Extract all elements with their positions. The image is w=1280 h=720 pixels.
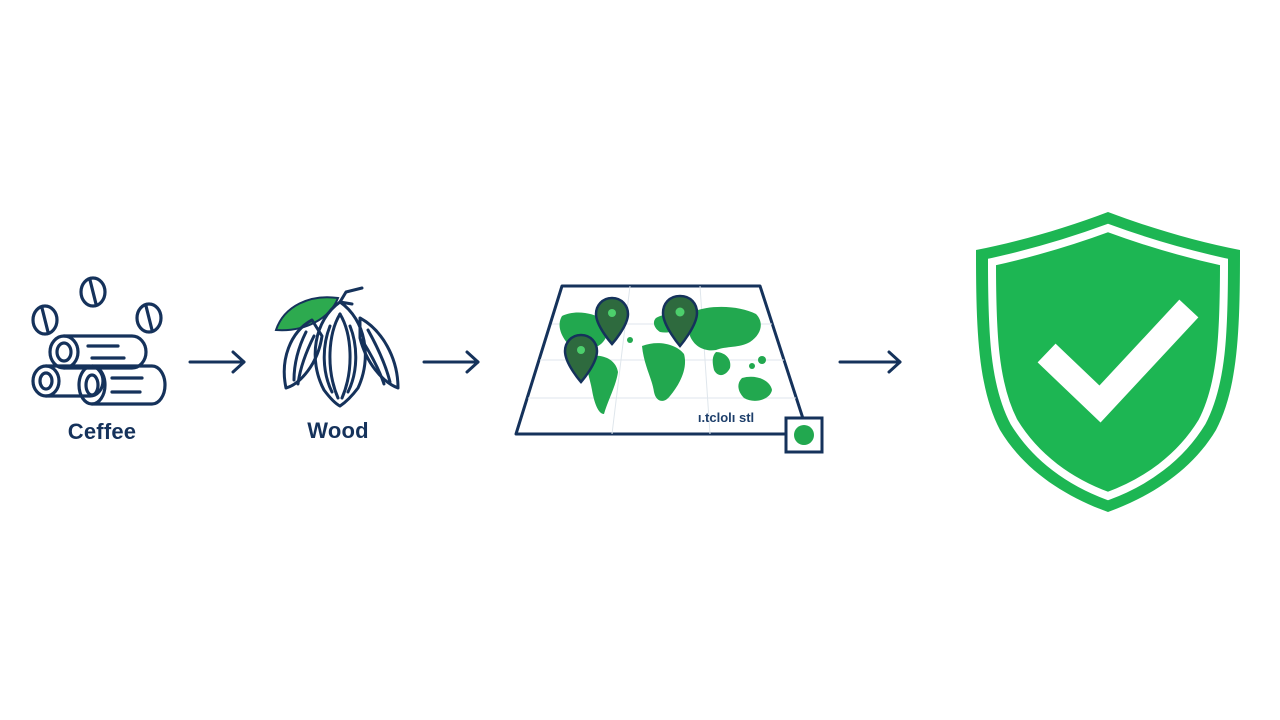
step-label-wood: Wood <box>307 418 369 443</box>
map-caption: ı.tclolı stl <box>697 410 755 425</box>
checkmark-icon <box>1037 299 1199 423</box>
arrow-right-icon <box>838 350 902 374</box>
status-badge <box>784 416 824 454</box>
coffee-bean-icon <box>79 276 107 308</box>
log-icon <box>77 364 167 406</box>
step-label-coffee: Ceffee <box>67 419 137 444</box>
shield-check-icon <box>976 212 1240 512</box>
coffee-bean-icon <box>31 304 59 336</box>
arrow-right-icon <box>188 350 246 374</box>
cocoa-pods-icon <box>274 286 400 408</box>
coffee-beans-logs-icon <box>31 276 167 406</box>
world-map-icon <box>514 284 824 454</box>
continents <box>559 306 772 414</box>
location-pin-icon <box>661 294 699 348</box>
location-pin-icon <box>563 333 599 384</box>
arrow-right-icon <box>422 350 480 374</box>
log-icon <box>31 364 105 398</box>
log-icon <box>48 334 148 370</box>
coffee-bean-icon <box>135 302 163 334</box>
location-pin-icon <box>594 296 630 346</box>
